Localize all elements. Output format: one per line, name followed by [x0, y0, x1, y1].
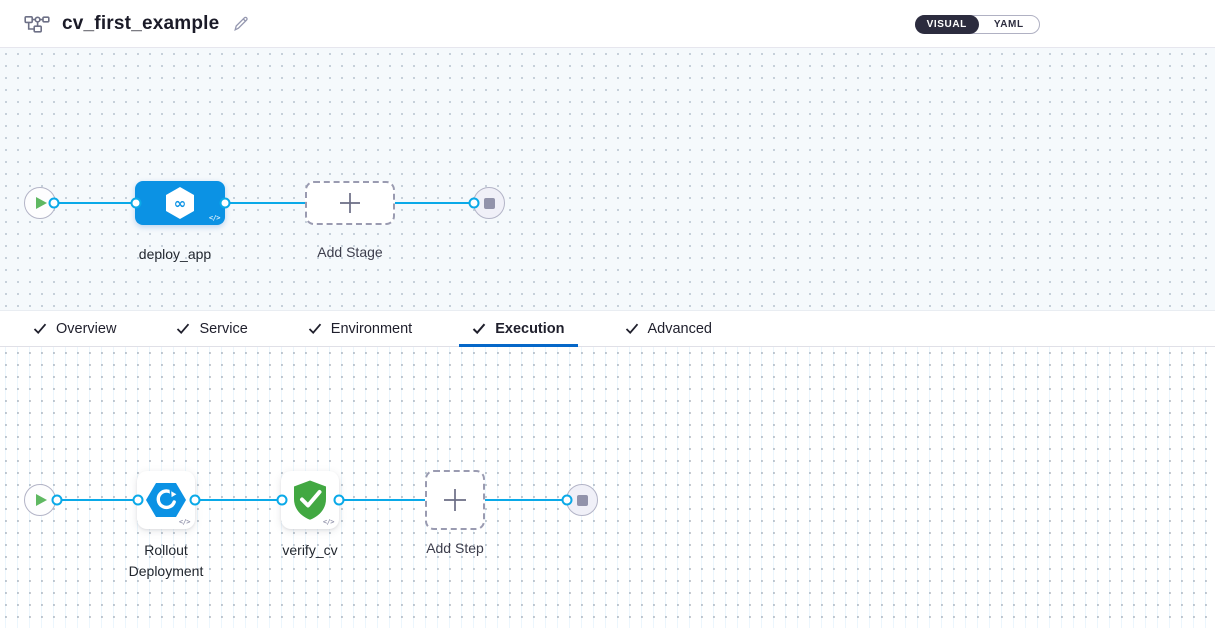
connector-port	[48, 197, 60, 209]
edit-pencil-icon[interactable]	[233, 15, 250, 32]
connector-port	[333, 494, 345, 506]
edge-stage-to-addstage	[225, 202, 306, 204]
check-icon	[33, 322, 47, 335]
verify-shield-check-icon	[294, 480, 326, 520]
view-mode-toggle: VISUAL YAML	[915, 15, 1040, 34]
tab-service[interactable]: Service	[163, 311, 260, 346]
step-label: Rollout Deployment	[128, 542, 204, 579]
stage-label: deploy_app	[138, 246, 212, 262]
connector-port	[219, 197, 231, 209]
tab-label: Advanced	[647, 320, 713, 337]
active-tab-underline	[459, 344, 578, 347]
connector-port	[561, 494, 573, 506]
check-icon	[472, 322, 486, 335]
svg-text:∞: ∞	[174, 195, 187, 213]
play-icon	[36, 197, 47, 209]
add-step-label: Add Step	[426, 540, 484, 556]
add-stage-label: Add Stage	[317, 244, 383, 260]
tab-environment[interactable]: Environment	[295, 311, 425, 346]
check-icon	[176, 322, 190, 335]
pipeline-icon	[24, 13, 50, 35]
tab-execution[interactable]: Execution	[459, 311, 578, 347]
stage-node-deploy-app[interactable]: ∞ </>	[135, 181, 225, 225]
step-node-verify-cv[interactable]: </>	[281, 471, 339, 529]
connector-port	[132, 494, 144, 506]
play-icon	[36, 494, 47, 506]
visual-toggle-button[interactable]: VISUAL	[915, 15, 979, 34]
connector-port	[468, 197, 480, 209]
step-node-rollout-deployment[interactable]: </>	[137, 471, 195, 529]
code-icon[interactable]: </>	[208, 214, 221, 222]
code-icon[interactable]: </>	[322, 518, 335, 526]
tab-label: Environment	[330, 320, 413, 337]
edge-addstage-to-end	[394, 202, 474, 204]
check-icon	[308, 322, 322, 335]
tab-label: Overview	[56, 320, 117, 337]
stage-graph-canvas[interactable]: ∞ </> deploy_app Add Stage	[0, 48, 1215, 311]
connector-port	[130, 197, 142, 209]
stop-icon	[483, 197, 495, 209]
pipeline-header: cv_first_example VISUAL YAML	[0, 0, 1215, 48]
harness-cd-hexagon-infinity-icon: ∞	[166, 187, 194, 219]
rollout-deployment-icon	[146, 483, 186, 517]
connector-port	[51, 494, 63, 506]
edge-rollout-to-verify	[195, 499, 281, 501]
code-icon[interactable]: </>	[178, 518, 191, 526]
plus-icon	[340, 193, 360, 213]
execution-end-node[interactable]	[566, 484, 598, 516]
add-step-button[interactable]	[425, 470, 485, 530]
execution-graph-canvas[interactable]: </> Rollout Deployment </> verify_cv Add…	[0, 347, 1215, 628]
stop-icon	[576, 494, 588, 506]
edge-addstep-to-end	[484, 499, 567, 501]
yaml-toggle-button[interactable]: YAML	[993, 19, 1024, 30]
stage-config-tabbar: Overview Service Environment Execution A…	[0, 311, 1215, 347]
tab-label: Service	[199, 320, 248, 337]
edge-start-to-rollout	[56, 499, 137, 501]
check-icon	[625, 322, 639, 335]
pipeline-title: cv_first_example	[62, 12, 220, 34]
plus-icon	[444, 489, 466, 511]
connector-port	[276, 494, 288, 506]
edge-verify-to-addstep	[339, 499, 425, 501]
tab-overview[interactable]: Overview	[20, 311, 129, 346]
edge-start-to-stage	[53, 202, 136, 204]
step-label: verify_cv	[282, 542, 338, 558]
connector-port	[189, 494, 201, 506]
tab-label: Execution	[495, 320, 565, 337]
add-stage-button[interactable]	[305, 181, 395, 225]
tab-advanced[interactable]: Advanced	[612, 311, 726, 346]
